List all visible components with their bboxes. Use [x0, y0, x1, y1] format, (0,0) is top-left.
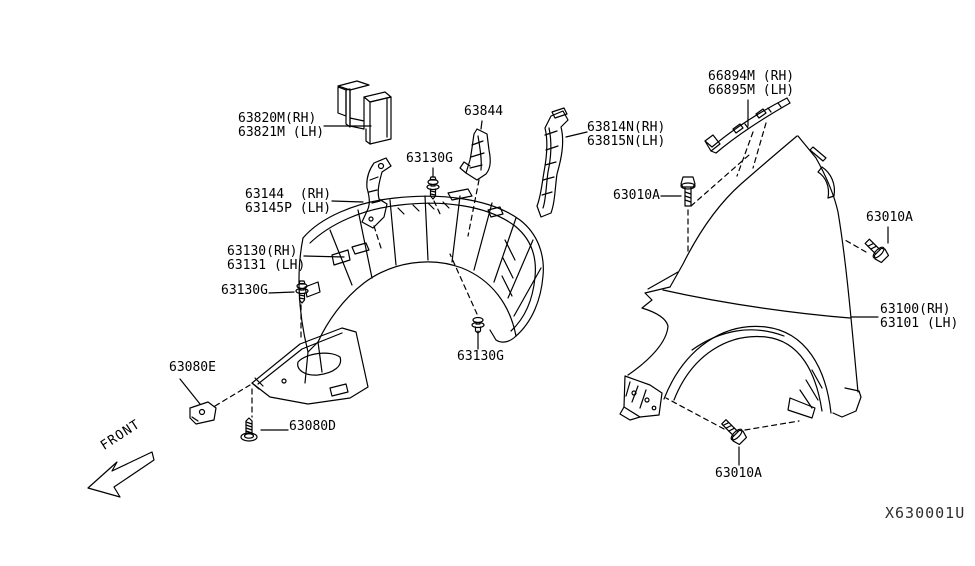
fender-63100-drawing — [619, 135, 862, 421]
clip-63130G-top-drawing — [426, 176, 440, 200]
screw-63080D-drawing — [240, 417, 258, 442]
label-66894M[interactable]: 66894M (RH) 66895M (LH) — [708, 69, 795, 98]
label-63144[interactable]: 63144 (RH) 63145P (LH) — [245, 187, 332, 216]
bolt-63010A-right-drawing — [864, 238, 890, 264]
label-63814N[interactable]: 63814N(RH) 63815N(LH) — [587, 120, 666, 149]
label-63130G-top[interactable]: 63130G — [406, 151, 453, 166]
label-63820M[interactable]: 63820M(RH) 63821M (LH) — [238, 111, 325, 140]
label-63080E[interactable]: 63080E — [169, 360, 216, 375]
cowl-side-66894M-drawing — [704, 97, 791, 154]
diagram-code: X630001U — [885, 504, 966, 522]
bolt-63010A-bottom-drawing — [721, 419, 748, 446]
label-63010A-bottom[interactable]: 63010A — [715, 466, 762, 481]
label-63080D[interactable]: 63080D — [289, 419, 336, 434]
gusset-63844-drawing — [459, 128, 491, 181]
label-63010A-left[interactable]: 63010A — [613, 188, 660, 203]
label-63130[interactable]: 63130(RH) 63131 (LH) — [227, 244, 306, 273]
leader-lines — [179, 99, 889, 466]
label-63130G-left[interactable]: 63130G — [221, 283, 268, 298]
clip-63130G-left-drawing — [295, 280, 309, 304]
label-63844[interactable]: 63844 — [464, 104, 504, 119]
plate-63080E-drawing — [189, 401, 217, 425]
liner-63130-drawing — [251, 188, 544, 405]
stay-63144-drawing — [361, 157, 392, 229]
protector-63814N-drawing — [536, 107, 569, 218]
label-63100[interactable]: 63100(RH) 63101 (LH) — [880, 302, 959, 331]
label-63010A-right[interactable]: 63010A — [866, 210, 913, 225]
dashed-locator-lines — [214, 122, 867, 431]
bolt-63010A-left-drawing — [680, 176, 696, 207]
bracket-63820M-drawing — [337, 80, 392, 145]
front-arrow-icon — [87, 451, 155, 498]
label-63130G-bottom[interactable]: 63130G — [457, 349, 504, 364]
